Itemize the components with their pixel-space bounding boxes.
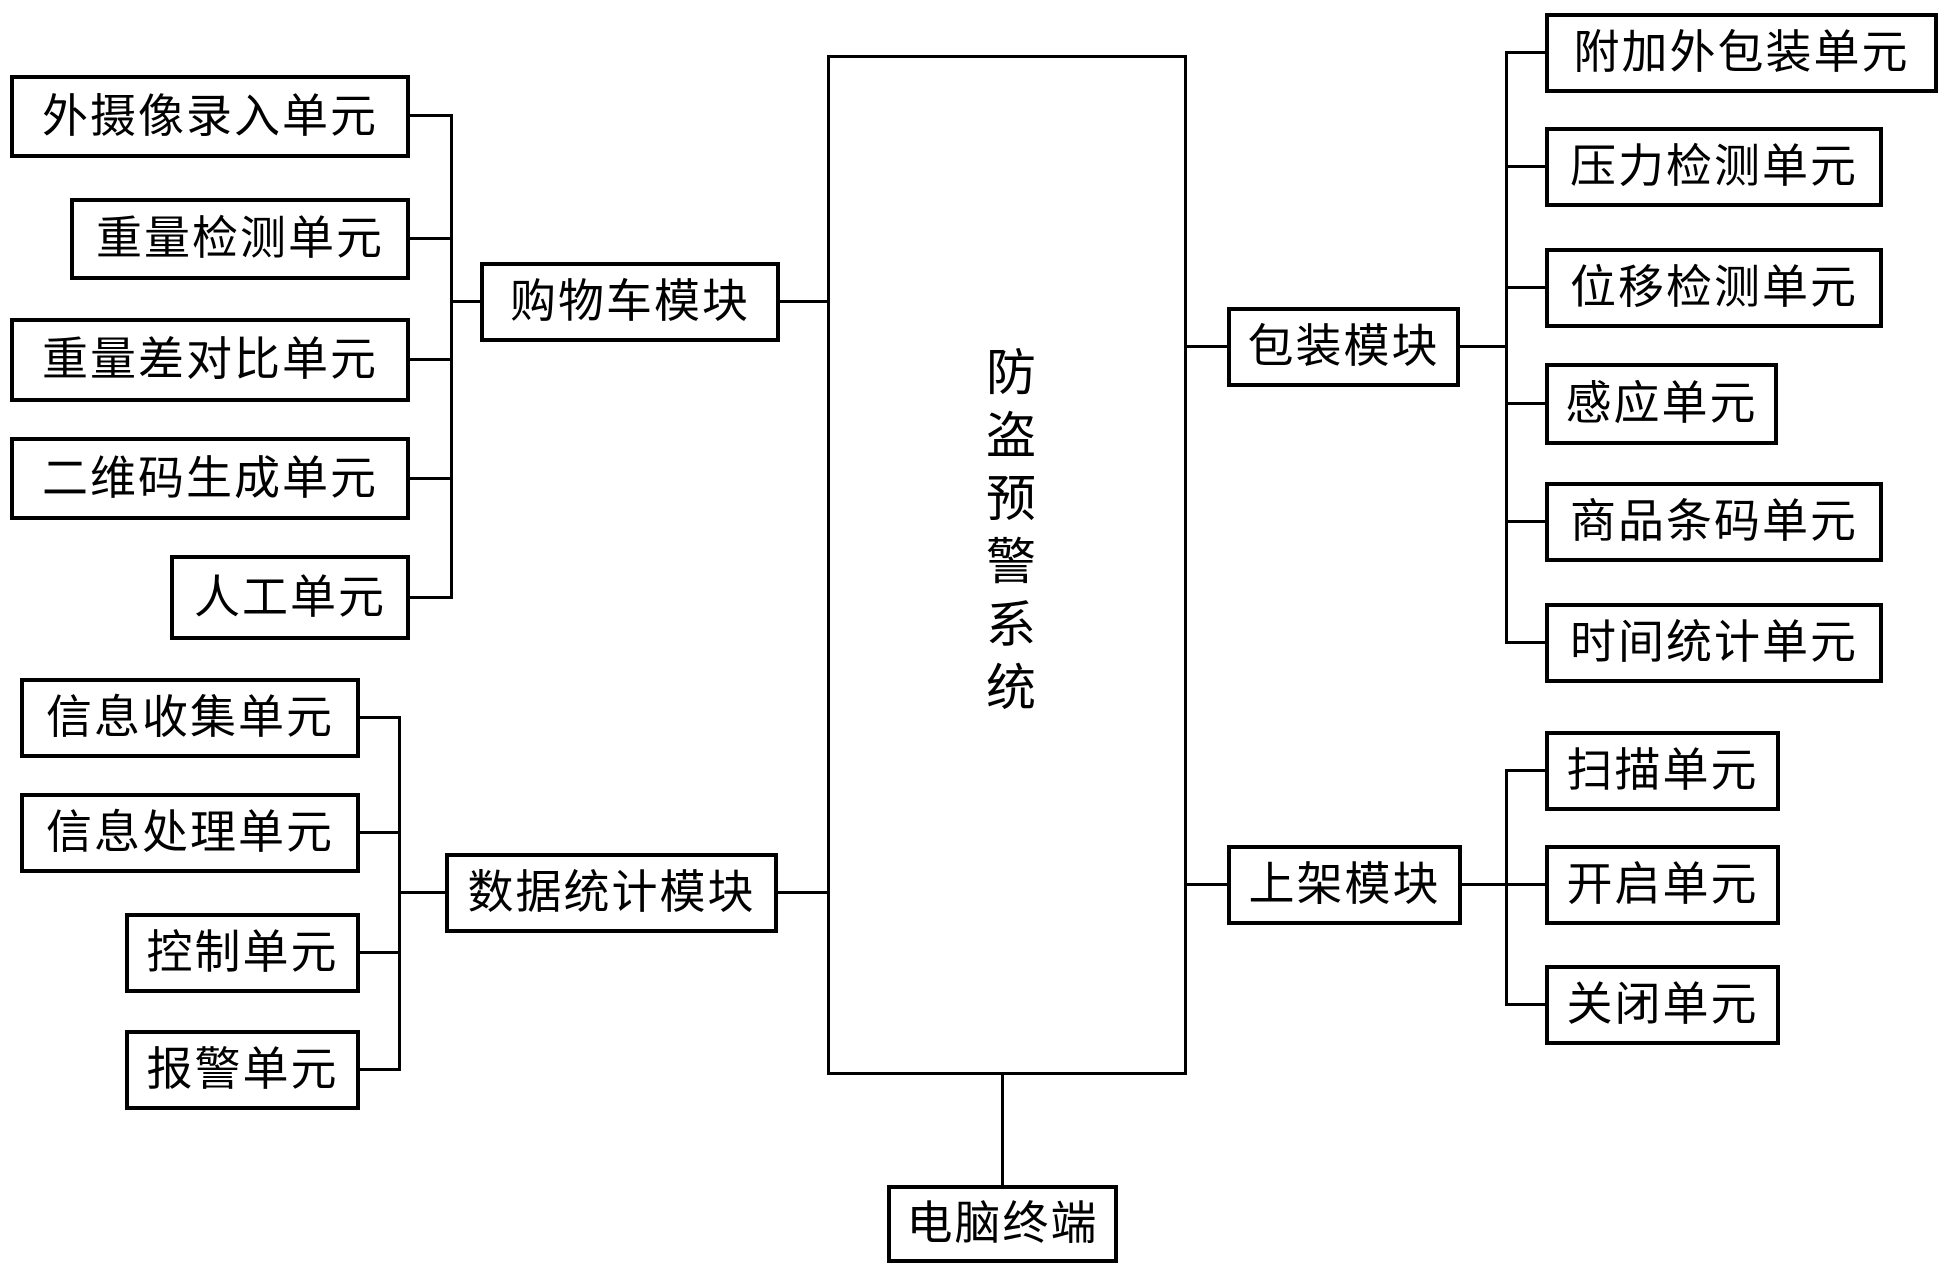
connector-line <box>1505 165 1545 168</box>
connector-line <box>1460 345 1505 348</box>
connector-line <box>450 114 453 599</box>
node-stats-child-process: 信息处理单元 <box>20 793 360 873</box>
node-shelf-child-open: 开启单元 <box>1545 845 1780 925</box>
node-system: 防盗预警系统 <box>827 55 1187 1075</box>
system-title: 防盗预警系统 <box>979 346 1035 724</box>
node-packaging-child-displacement: 位移检测单元 <box>1545 248 1883 328</box>
node-cart-child-manual: 人工单元 <box>170 555 410 640</box>
node-stats-module: 数据统计模块 <box>445 853 778 933</box>
node-cart-child-camera: 外摄像录入单元 <box>10 75 410 158</box>
node-cart-child-qrcode: 二维码生成单元 <box>10 437 410 520</box>
connector-line <box>410 358 450 361</box>
node-shelf-child-scan: 扫描单元 <box>1545 731 1780 811</box>
connector-line <box>398 891 445 894</box>
connector-line <box>360 1068 398 1071</box>
node-stats-child-collect: 信息收集单元 <box>20 678 360 758</box>
connector-line <box>1187 883 1227 886</box>
connector-line <box>1505 402 1545 405</box>
node-packaging-module: 包装模块 <box>1227 307 1460 387</box>
connector-line <box>1505 883 1545 886</box>
node-stats-child-control: 控制单元 <box>125 913 360 993</box>
node-cart-module: 购物车模块 <box>480 262 780 342</box>
connector-line <box>778 891 827 894</box>
node-cart-child-weight-compare: 重量差对比单元 <box>10 318 410 402</box>
connector-line <box>410 596 450 599</box>
connector-line <box>1505 286 1545 289</box>
node-packaging-child-time-stats: 时间统计单元 <box>1545 603 1883 683</box>
node-shelf-child-close: 关闭单元 <box>1545 965 1780 1045</box>
connector-line <box>1187 345 1227 348</box>
node-shelf-module: 上架模块 <box>1227 845 1462 925</box>
connector-line <box>410 477 450 480</box>
connector-line <box>1505 520 1545 523</box>
connector-line <box>780 300 827 303</box>
node-packaging-child-pressure: 压力检测单元 <box>1545 127 1883 207</box>
connector-line <box>360 716 398 719</box>
connector-line <box>1505 641 1545 644</box>
node-packaging-child-induction: 感应单元 <box>1545 363 1778 445</box>
connector-line <box>1505 51 1545 54</box>
node-packaging-child-outer-pack: 附加外包装单元 <box>1545 13 1938 93</box>
node-stats-child-alarm: 报警单元 <box>125 1030 360 1110</box>
connector-line <box>1001 1075 1004 1185</box>
connector-line <box>1462 883 1505 886</box>
connector-line <box>450 300 480 303</box>
connector-line <box>410 237 450 240</box>
node-packaging-child-barcode: 商品条码单元 <box>1545 482 1883 562</box>
connector-line <box>360 951 398 954</box>
connector-line <box>410 114 450 117</box>
connector-line <box>1505 769 1508 1006</box>
node-computer-terminal: 电脑终端 <box>887 1185 1118 1263</box>
connector-line <box>1505 769 1545 772</box>
connector-line <box>360 831 398 834</box>
node-cart-child-weight-detect: 重量检测单元 <box>70 198 410 280</box>
connector-line <box>1505 1003 1545 1006</box>
connector-line <box>1505 51 1508 644</box>
